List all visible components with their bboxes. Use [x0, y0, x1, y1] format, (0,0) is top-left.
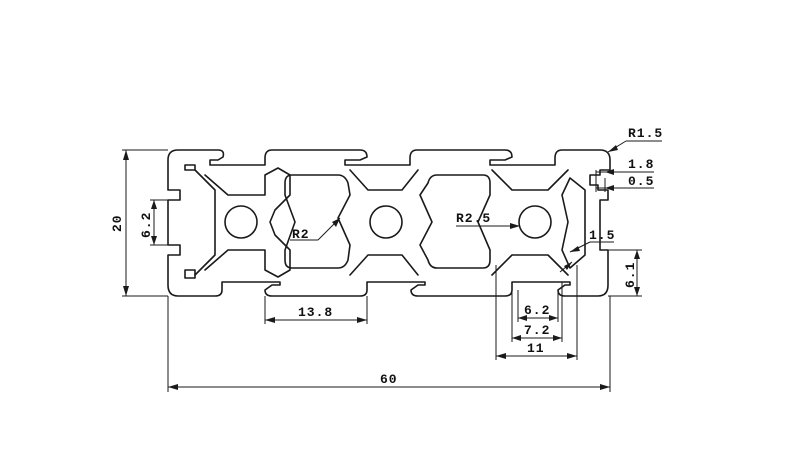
dim-slot-width-arrow-r: [553, 335, 562, 341]
dim-groove-arrow-1: [605, 169, 614, 175]
center-hole-1: [224, 205, 258, 239]
dim-groove-label-1: 1.8: [628, 157, 654, 172]
dim-lip-label: 1.5: [589, 228, 615, 243]
left-slot-contour: [184, 164, 196, 279]
dim-total-arrow-right: [600, 384, 610, 390]
dim-depth-arrow-top: [634, 250, 640, 259]
cavity-center-right: [419, 174, 491, 269]
dim-slot-left-label: 6.2: [139, 212, 154, 238]
dim-height-arrow-top: [123, 150, 129, 160]
right-webbing-1: [491, 169, 569, 191]
left-webbing: [194, 169, 216, 276]
dim-slot-outer-arrow-l: [496, 353, 506, 359]
dim-total-arrow-left: [168, 384, 178, 390]
dim-corner-label: R1.5: [628, 126, 663, 141]
dim-total-label: 60: [380, 372, 398, 387]
dim-r2-label: R2: [292, 227, 310, 242]
dim-slot-left-arrow-bottom: [151, 236, 157, 245]
right-webbing-2: [491, 254, 569, 276]
dim-depth-label: 6.1: [623, 262, 638, 288]
dim-depth-arrow-bottom: [634, 287, 640, 296]
center-hole-2: [369, 205, 403, 239]
dim-corner-arrow: [608, 145, 618, 152]
dim-slot-width-arrow-l: [512, 335, 521, 341]
dim-opening-arrow-left: [265, 317, 275, 323]
dim-r2-arrow: [332, 218, 340, 227]
dim-groove-arrow-2: [605, 185, 614, 191]
cavity-center-left: [284, 174, 351, 269]
dim-slot-inner-label: 6.2: [524, 303, 550, 318]
profile-outer-outline: [167, 149, 611, 297]
dim-slot-outer-label: 11: [527, 341, 545, 356]
center-webbing-1: [349, 169, 419, 191]
center-hole-3: [518, 205, 552, 239]
dim-slot-width-label: 7.2: [524, 323, 550, 338]
dim-opening-label: 13.8: [298, 305, 333, 320]
dim-slot-inner-arrow-r: [549, 315, 558, 321]
dim-lip-arrow: [570, 246, 580, 252]
dim-height-label: 20: [110, 214, 125, 232]
left-inner-cavity: [204, 167, 291, 278]
dim-slot-left-arrow-top: [151, 200, 157, 209]
dim-slot-outer-arrow-r: [567, 353, 577, 359]
dim-groove-label-2: 0.5: [628, 174, 654, 189]
dim-height-arrow-bottom: [123, 286, 129, 296]
dim-slot-inner-arrow-l: [518, 315, 527, 321]
right-end-cavity: [561, 177, 586, 269]
dim-opening-arrow-right: [357, 317, 367, 323]
dim-r25-arrow: [510, 223, 520, 229]
dim-lip-arrow-2: [564, 262, 572, 270]
center-webbing-2: [349, 254, 419, 276]
dim-r25-label: R2.5: [456, 211, 491, 226]
